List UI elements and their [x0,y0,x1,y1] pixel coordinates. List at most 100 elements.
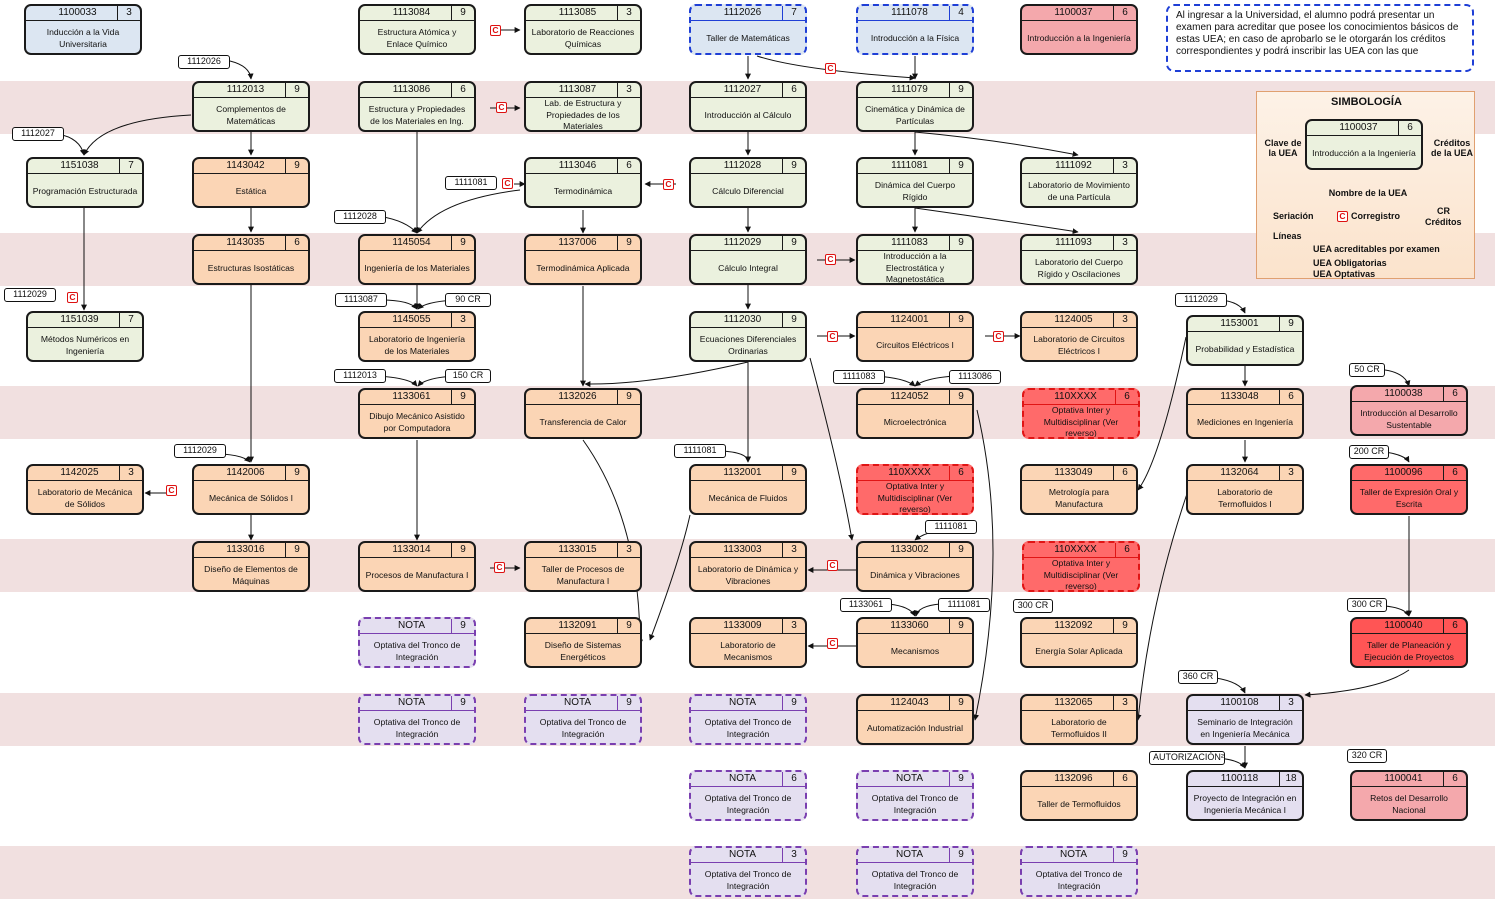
uea-name: Laboratorio de Movimiento de una Partícu… [1028,180,1130,202]
legend-corequisite-icon: C [1337,211,1348,222]
uea-code: 1111083 [891,237,928,248]
uea-code: 1145054 [392,237,431,248]
uea-code: 1145055 [392,314,431,325]
uea-credits: 3 [117,6,140,20]
uea-name: Circuitos Eléctricos I [876,339,954,350]
uea-code: 1133003 [723,544,762,555]
uea-name: Introducción a la Ingeniería [1027,32,1131,43]
uea-name: Diseño de Sistemas Energéticos [544,640,622,662]
uea-code: 1151038 [60,160,99,171]
legend-example-code: 1100037 [1339,122,1378,133]
uea-credits: 9 [949,772,972,786]
uea-credits: 9 [949,313,972,327]
prereq-tag: 50 CR [1349,363,1385,377]
corequisite-marker: C [825,254,836,265]
uea-name: Laboratorio de Termofluidos II [1051,717,1107,739]
uea-name: Laboratorio del Cuerpo Rígido y Oscilaci… [1035,257,1123,279]
uea-name: Estructuras Isostáticas [207,262,295,273]
uea-code: 1142006 [226,467,265,478]
uea-credits: 4 [949,6,972,20]
uea-credits: 3 [1113,313,1136,327]
uea-credits: 9 [782,696,805,710]
uea-code: 1100096 [1384,467,1423,478]
uea-code: 1153001 [1220,318,1259,329]
corequisite-marker: C [827,331,838,342]
uea-credits: 9 [949,543,972,557]
uea-name: Laboratorio de Mecanismos [720,640,776,662]
corequisite-marker: C [490,25,501,36]
uea-name: Energía Solar Aplicada [1035,645,1123,656]
prereq-tag: 1112028 [334,210,386,224]
uea-credits: 3 [119,466,142,480]
